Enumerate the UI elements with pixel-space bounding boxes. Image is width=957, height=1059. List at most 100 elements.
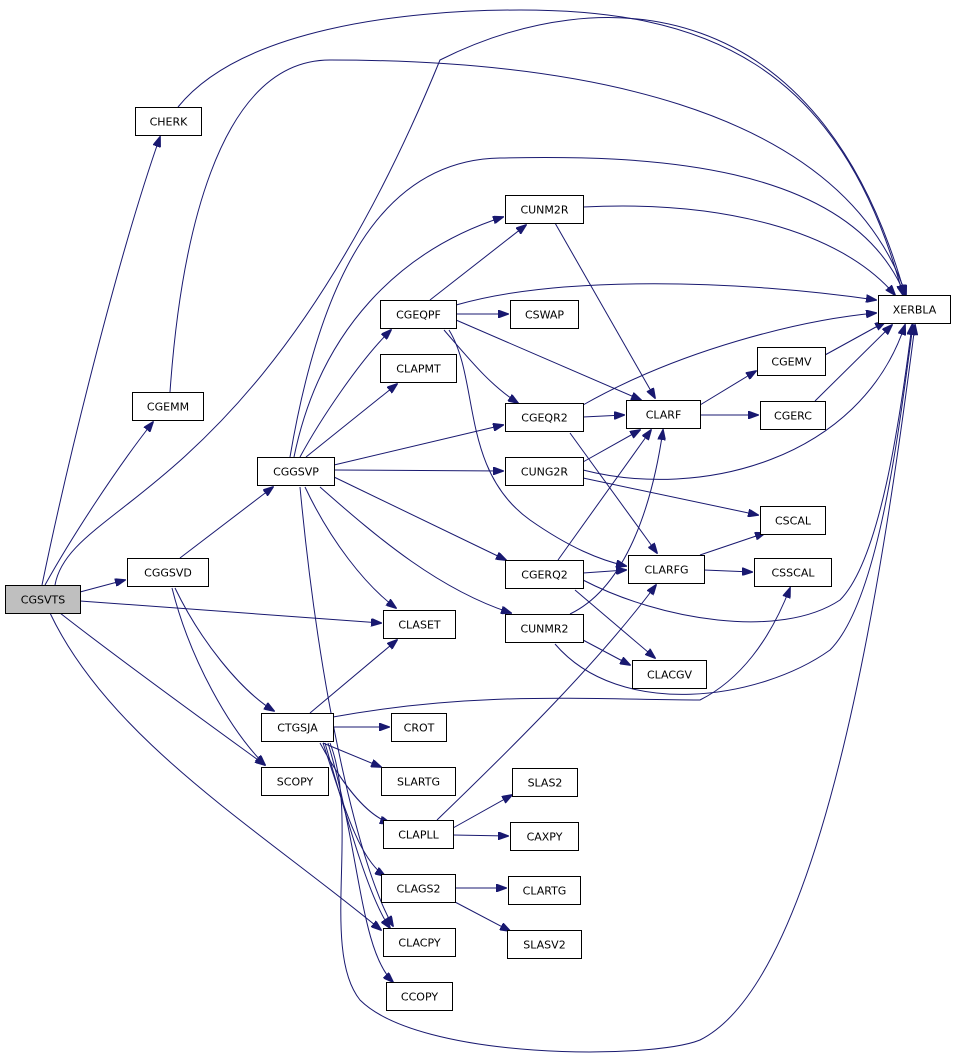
node-cung2r[interactable]: CUNG2R: [505, 457, 584, 486]
edge-cgeqpf-to-cunm2r: [429, 225, 526, 301]
edge-cgsvts-to-claset: [79, 600, 381, 623]
node-label: CTGSJA: [277, 722, 318, 735]
edge-cgsvts-to-cggsvd: [79, 580, 125, 593]
edge-clarf-to-cgemv: [699, 371, 756, 406]
edge-cunmr2-to-xerbla: [554, 325, 913, 695]
edge-clapll-to-slas2: [452, 795, 512, 829]
node-label: SLAS2: [528, 777, 563, 790]
node-label: CCOPY: [401, 991, 438, 1004]
node-label: CLARTG: [523, 885, 567, 898]
node-box: [760, 401, 826, 430]
edge-cggsvp-to-cgerq2: [333, 476, 506, 560]
node-slasv2[interactable]: SLASV2: [507, 930, 582, 959]
node-cgeqpf[interactable]: CGEQPF: [380, 300, 457, 329]
nodes: CGSVTS CHERK CGEMM CGGSVD CGGSVP CTGSJA SCOPY C…: [5, 107, 951, 1011]
node-box: [381, 874, 456, 903]
node-box: [261, 767, 329, 796]
node-box: [505, 195, 584, 224]
node-clarfg[interactable]: CLARFG: [628, 555, 705, 584]
node-clacpy[interactable]: CLACPY: [383, 928, 456, 957]
node-clags2[interactable]: CLAGS2: [381, 874, 456, 903]
node-label: CGERC: [774, 410, 812, 423]
node-clapmt[interactable]: CLAPMT: [380, 354, 457, 383]
node-box: [510, 300, 579, 329]
edge-cgsvts-to-clacpy: [49, 612, 381, 930]
edge-cgemv-to-xerbla: [824, 322, 885, 356]
edge-cung2r-to-xerbla: [582, 325, 905, 480]
node-cgemm[interactable]: CGEMM: [132, 392, 204, 421]
edge-cggsvp-to-clapmt: [305, 384, 397, 458]
node-box: [135, 107, 202, 136]
node-claset[interactable]: CLASET: [383, 610, 456, 639]
edge-ctgsja-to-clapll: [319, 742, 390, 823]
node-label: XERBLA: [893, 304, 937, 317]
edge-cunm2r-to-clarf: [554, 222, 655, 398]
node-cgsvts[interactable]: CGSVTS: [5, 585, 81, 614]
edge-cgsvts-to-xerbla: [54, 17, 905, 586]
node-clartg[interactable]: CLARTG: [508, 876, 581, 905]
node-box: [757, 347, 826, 376]
edge-cgemm-to-xerbla: [169, 59, 906, 393]
edge-cggsvd-to-ctgsja: [174, 587, 274, 711]
node-ccopy[interactable]: CCOPY: [386, 982, 453, 1011]
node-label: CLAGS2: [397, 883, 441, 896]
node-scopy[interactable]: SCOPY: [261, 767, 329, 796]
edge-cgerq2-to-clarf: [557, 430, 651, 561]
node-label: SLARTG: [397, 776, 440, 789]
node-cherk[interactable]: CHERK: [135, 107, 202, 136]
node-cgeqr2[interactable]: CGEQR2: [505, 403, 584, 432]
node-box: [505, 614, 584, 643]
node-label: CLAPMT: [396, 363, 441, 376]
node-box: [386, 982, 453, 1011]
node-box: [132, 392, 204, 421]
edge-ctgsja-to-xerbla: [329, 325, 915, 1053]
node-label: CGSVTS: [21, 594, 65, 607]
node-box: [381, 767, 456, 796]
edge-cggsvd-to-scopy: [171, 587, 265, 765]
node-box: [383, 610, 456, 639]
edge-cgeqpf-to-cgeqr2: [443, 329, 518, 403]
node-box: [510, 822, 579, 851]
edge-ctgsja-to-clacpy: [324, 742, 390, 928]
node-cunm2r[interactable]: CUNM2R: [505, 195, 584, 224]
edge-ctgsja-to-slartg: [322, 742, 381, 767]
node-label: CGEMV: [771, 356, 812, 369]
node-box: [383, 820, 454, 849]
node-box: [505, 403, 584, 432]
node-cgerc[interactable]: CGERC: [760, 401, 826, 430]
edge-cherk-to-xerbla: [177, 9, 903, 295]
node-slas2[interactable]: SLAS2: [512, 768, 578, 797]
node-ctgsja[interactable]: CTGSJA: [261, 713, 334, 742]
node-cggsvp[interactable]: CGGSVP: [257, 457, 335, 486]
node-slartg[interactable]: SLARTG: [381, 767, 456, 796]
node-cunmr2[interactable]: CUNMR2: [505, 614, 584, 643]
edge-cgerq2-to-clarfg: [582, 570, 626, 573]
node-clarf[interactable]: CLARF: [626, 400, 701, 429]
node-csscal[interactable]: CSSCAL: [754, 558, 832, 587]
edge-cunmr2-to-clarf: [569, 430, 663, 615]
node-clacgv[interactable]: CLACGV: [632, 660, 707, 689]
node-cscal[interactable]: CSCAL: [760, 506, 826, 535]
node-box: [512, 768, 578, 797]
node-crot[interactable]: CROT: [391, 713, 447, 742]
edge-ctgsja-to-clags2: [322, 742, 385, 876]
node-cswap[interactable]: CSWAP: [510, 300, 579, 329]
node-xerbla[interactable]: XERBLA: [878, 295, 951, 324]
node-cgemv[interactable]: CGEMV: [757, 347, 826, 376]
node-cggsvd[interactable]: CGGSVD: [127, 558, 209, 587]
edge-cgeqr2-to-clarfg: [569, 432, 657, 553]
node-box: [127, 558, 209, 587]
node-label: CHERK: [150, 116, 189, 129]
edge-cggsvp-to-cgeqr2: [333, 425, 503, 466]
edge-clapll-to-caxpy: [452, 835, 508, 836]
node-caxpy[interactable]: CAXPY: [510, 822, 579, 851]
node-cgerq2[interactable]: CGERQ2: [505, 560, 584, 589]
edge-cggsvp-to-cunmr2: [319, 486, 511, 613]
edge-clarfg-to-csscal: [703, 570, 752, 572]
node-box: [760, 506, 826, 535]
node-label: CLARF: [646, 409, 682, 422]
node-box: [505, 560, 584, 589]
node-box: [380, 354, 457, 383]
edge-cggsvp-to-cunm2r: [293, 217, 503, 458]
node-clapll[interactable]: CLAPLL: [383, 820, 454, 849]
